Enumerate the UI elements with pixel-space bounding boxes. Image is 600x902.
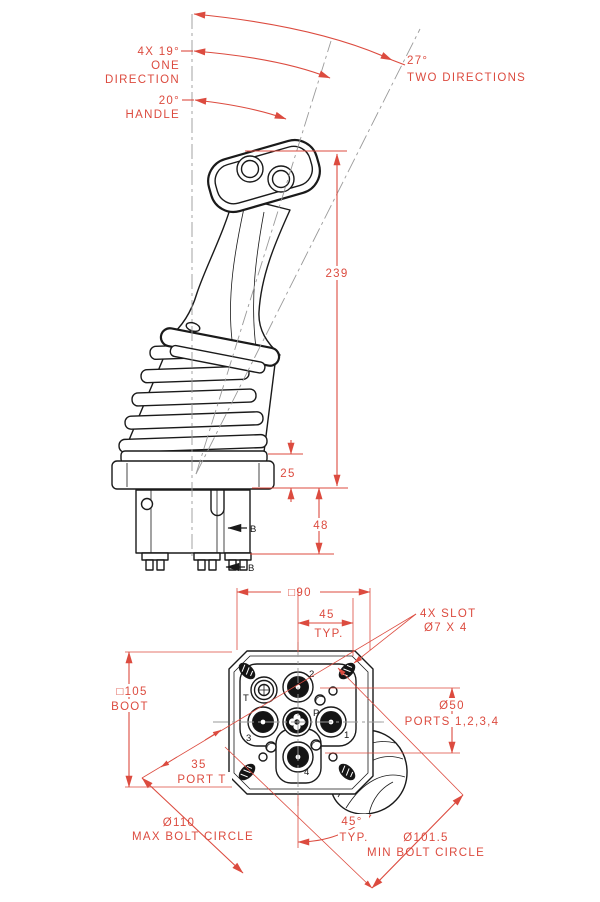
min-bolt-line1: Ø101.5 (403, 832, 449, 844)
port-label-2: 2 (309, 669, 314, 680)
min-bolt-line2: MIN BOLT CIRCLE (367, 847, 485, 859)
callout-20-line1: 20° (159, 95, 180, 107)
callout-27-line2: TWO DIRECTIONS (407, 72, 526, 84)
callout-19-line3: DIRECTION (105, 74, 180, 86)
corner-slot (338, 763, 356, 781)
corner-slot (238, 662, 256, 680)
body-hole (140, 497, 154, 511)
max-bolt-line1: Ø110 (163, 817, 195, 829)
min-bolt-leader (371, 794, 464, 889)
kidney-pocket (265, 694, 326, 753)
tilted-centerline-27 (195, 28, 421, 475)
dim-105: □105 (116, 686, 147, 698)
arc-20 (194, 97, 287, 120)
dim-50: Ø50 (439, 700, 465, 712)
dim-35-arrow1 (160, 756, 178, 768)
ext-90 (236, 588, 371, 650)
flange-lower (111, 460, 275, 490)
dim-25: 25 (280, 468, 295, 480)
flange-marks (126, 463, 260, 487)
tilted-centerline-20 (195, 40, 332, 475)
ext-50 (320, 687, 460, 754)
bottom-view: T 2 P 3 1 4 □90 45 TYP. 4X SLOT Ø7 X 4 □ (110, 585, 500, 889)
angle-dimensions: 4X 19° ONE DIRECTION 27° TWO DIRECTIONS … (105, 11, 526, 121)
dim-45-suffix: TYP. (314, 628, 343, 640)
port-label-p: P (313, 708, 319, 719)
dim-35: 35 (191, 759, 206, 771)
section-b-label: B (250, 524, 256, 535)
callout-20-line2: HANDLE (126, 109, 180, 121)
port-label-1: 1 (344, 730, 349, 741)
slot-callout-line1: 4X SLOT (420, 608, 476, 620)
max-bolt-leader (141, 777, 244, 874)
dim-48: 48 (313, 520, 328, 532)
arc-27 (193, 11, 393, 61)
angle-45-suffix: TYP. (339, 832, 368, 844)
dim-105-suffix: BOOT (111, 701, 149, 713)
slot-callout-line2: Ø7 X 4 (424, 622, 468, 634)
section-b-markers: B B (225, 523, 256, 574)
bellows-band (140, 365, 250, 384)
callout-19-line2: ONE (151, 60, 180, 72)
bellows-band (118, 433, 268, 454)
dim-90: □90 (288, 587, 312, 599)
side-view: B B 4X 19° ONE DIRECTION 27° TWO DIRECTI… (105, 11, 526, 574)
port-label-3: 3 (246, 733, 251, 744)
dim-35-suffix: PORT T (177, 774, 226, 786)
dim-50-ports: PORTS 1,2,3,4 (405, 716, 500, 728)
linear-dimensions: 239 25 48 (245, 150, 353, 555)
valve-body (135, 489, 251, 554)
grip-contour (230, 207, 245, 341)
port-label-4: 4 (304, 767, 309, 778)
collar (159, 327, 281, 374)
max-bolt-line2: MAX BOLT CIRCLE (132, 831, 254, 843)
small-hole (328, 686, 338, 696)
callout-19-line1: 4X 19° (138, 46, 180, 58)
diagonal-right (337, 667, 464, 796)
body-notch (210, 489, 225, 517)
angle-45: 45° (341, 816, 362, 828)
dim-45: 45 (319, 609, 334, 621)
bottom-connectors (141, 552, 252, 571)
dim-35-arrow2 (204, 729, 222, 741)
handle-head (207, 138, 321, 214)
grip-contour (253, 211, 265, 349)
callout-27-line1: 27° (407, 55, 428, 67)
bellows-band (124, 411, 264, 430)
port-3 (247, 706, 279, 738)
slot-leader (353, 613, 417, 664)
port-label-t: T (243, 693, 249, 704)
small-hole (328, 752, 338, 762)
small-hole (258, 752, 268, 762)
bellows-band (131, 388, 257, 407)
ext-105 (125, 651, 232, 788)
section-b-label: B (248, 563, 254, 574)
arc-19 (193, 48, 331, 79)
dim-239: 239 (325, 268, 348, 280)
port-t (250, 676, 278, 704)
